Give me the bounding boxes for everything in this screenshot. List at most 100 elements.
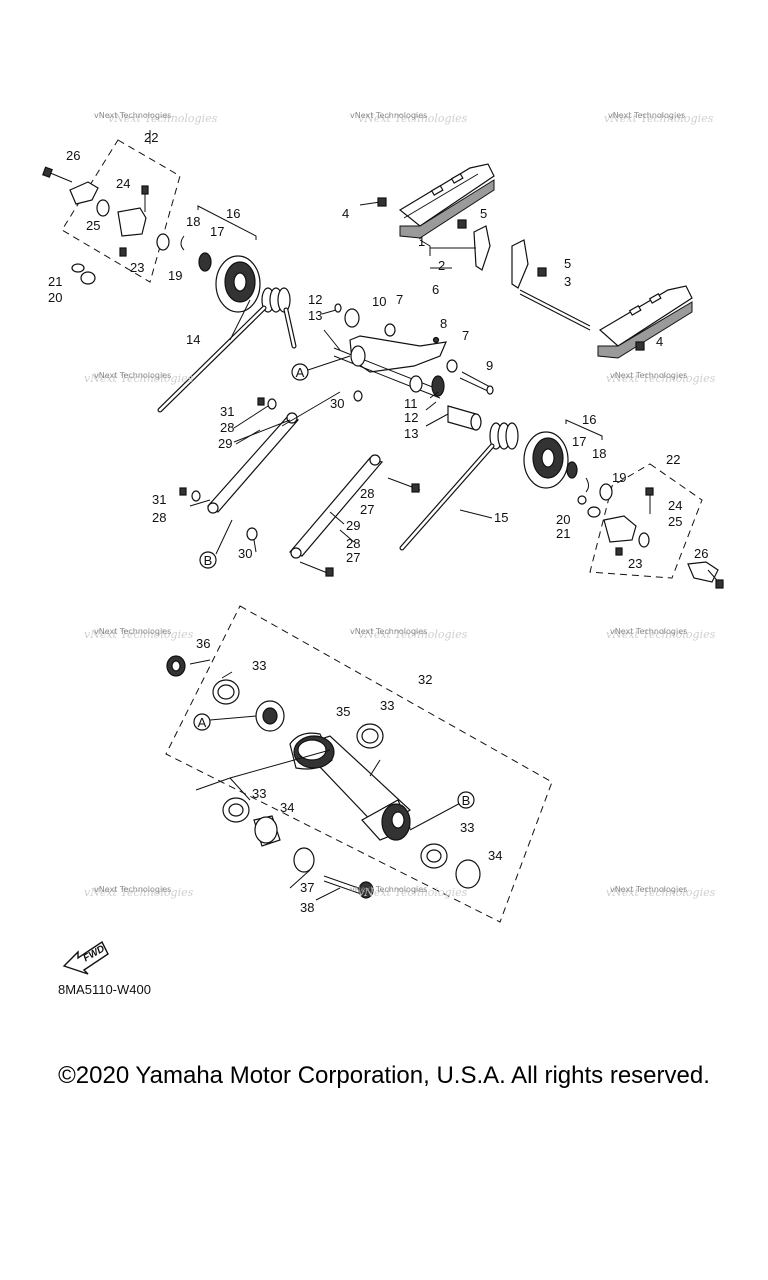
part-label-1: 1: [418, 234, 425, 249]
watermark-9-line: vNext Technologies: [94, 885, 171, 894]
part-label-6: 6: [432, 282, 439, 297]
callout-a-shock: A: [198, 715, 207, 730]
part-label-30-lower: 30: [238, 546, 252, 561]
part-label-25-right: 25: [668, 514, 682, 529]
part-number-labels: 1 2 3 4 4 5 5 6 7 7 8 9 10 11 12 12 13 1…: [48, 130, 708, 915]
parts-exploded-diagram: A B A B 1 2 3 4 4 5: [42, 111, 724, 923]
part-label-23-right: 23: [628, 556, 642, 571]
part-label-31-lower: 31: [152, 492, 166, 507]
callout-a-top: A: [296, 365, 305, 380]
part-label-28-right-upper: 28: [360, 486, 374, 501]
leader-lines: [189, 299, 493, 901]
watermark-6-line: vNext Technologies: [94, 627, 171, 636]
part-label-12-left: 12: [308, 292, 322, 307]
part-label-10: 10: [372, 294, 386, 309]
part-label-33-top-left: 33: [252, 658, 266, 673]
part-label-2: 2: [438, 258, 445, 273]
part-label-11: 11: [404, 396, 418, 411]
part-label-22-right: 22: [666, 452, 680, 467]
part-label-15: 15: [494, 510, 508, 525]
watermark-4-line: vNext Technologies: [94, 371, 171, 380]
watermark-6: vNext Technologies: [84, 628, 194, 641]
part-label-17-left: 17: [210, 224, 224, 239]
part-label-37: 37: [300, 880, 314, 895]
part-label-20-left: 20: [48, 290, 62, 305]
watermark-10: vNext Technologies: [358, 886, 468, 899]
part-label-26-right: 26: [694, 546, 708, 561]
part-label-35: 35: [336, 704, 350, 719]
watermark-1-line: vNext Technologies: [94, 111, 171, 120]
part-label-20-right: 20: [556, 512, 570, 527]
watermark-5-line: vNext Technologies: [610, 371, 687, 380]
torsion-spring-axle-assembly: [157, 287, 603, 551]
part-label-21-right: 21: [556, 526, 570, 541]
watermark-8: vNext Technologies: [606, 628, 716, 641]
watermark-7: vNext Technologies: [358, 628, 468, 641]
part-label-33-top-right: 33: [380, 698, 394, 713]
shock-absorber-assembly: [165, 605, 553, 923]
watermark-3: vNext Technologies: [604, 112, 714, 125]
callout-b-shock: B: [462, 793, 471, 808]
copyright-notice: ©2020 Yamaha Motor Corporation, U.S.A. A…: [58, 1062, 710, 1089]
part-label-13-right: 13: [404, 426, 418, 441]
part-label-25-left: 25: [86, 218, 100, 233]
part-label-23-left: 23: [130, 260, 144, 275]
part-label-36: 36: [196, 636, 210, 651]
part-label-28-left-upper: 28: [220, 420, 234, 435]
part-label-29-right: 29: [346, 518, 360, 533]
part-label-12-right: 12: [404, 410, 418, 425]
part-label-29-left: 29: [218, 436, 232, 451]
part-label-28-right-lower: 28: [346, 536, 360, 551]
part-label-7-right: 7: [462, 328, 469, 343]
part-label-34-left: 34: [280, 800, 294, 815]
callout-b-left: B: [204, 553, 213, 568]
watermark-11-line: vNext Technologies: [610, 885, 687, 894]
diagram-code: 8MA5110-W400: [58, 982, 151, 997]
part-label-4-bottom: 4: [656, 334, 663, 349]
watermark-4: vNext Technologies: [84, 372, 194, 385]
part-label-24-right: 24: [668, 498, 682, 513]
part-label-30-upper: 30: [330, 396, 344, 411]
part-label-19-right: 19: [612, 470, 626, 485]
part-label-18-right: 18: [592, 446, 606, 461]
part-label-34-right: 34: [488, 848, 502, 863]
watermark-2: vNext Technologies: [358, 112, 468, 125]
watermark-7-line: vNext Technologies: [350, 627, 427, 636]
part-label-27-lower: 27: [346, 550, 360, 565]
part-label-28-left-lower: 28: [152, 510, 166, 525]
part-label-8: 8: [440, 316, 447, 331]
part-label-4-top: 4: [342, 206, 349, 221]
callout-markers: A B A B: [193, 355, 475, 809]
watermark-2-line: vNext Technologies: [350, 111, 427, 120]
part-label-13-left: 13: [308, 308, 322, 323]
watermark-9: vNext Technologies: [84, 886, 194, 899]
watermark-5: vNext Technologies: [606, 372, 716, 385]
part-label-19-left: 19: [168, 268, 182, 283]
part-label-7-left: 7: [396, 292, 403, 307]
part-label-33-lower-left: 33: [252, 786, 266, 801]
part-label-17-right: 17: [572, 434, 586, 449]
part-label-26-left: 26: [66, 148, 80, 163]
part-label-16-left: 16: [226, 206, 240, 221]
part-label-18-left: 18: [186, 214, 200, 229]
part-label-5-top: 5: [480, 206, 487, 221]
watermarks: vNext Technologies vNext Technologies vN…: [84, 111, 716, 899]
part-label-24-left: 24: [116, 176, 130, 191]
part-label-5-right: 5: [564, 256, 571, 271]
watermark-10-line: vNext Technologies: [350, 885, 427, 894]
part-label-27-upper: 27: [360, 502, 374, 517]
part-label-3: 3: [564, 274, 571, 289]
part-label-14: 14: [186, 332, 200, 347]
part-label-38: 38: [300, 900, 314, 915]
link-assembly: [179, 397, 421, 577]
watermark-11: vNext Technologies: [606, 886, 716, 899]
watermark-8-line: vNext Technologies: [610, 627, 687, 636]
part-label-31-upper: 31: [220, 404, 234, 419]
right-end-bracket-assembly: [577, 463, 724, 589]
part-label-32: 32: [418, 672, 432, 687]
watermark-1: vNext Technologies: [108, 112, 218, 125]
part-label-33-lower-right: 33: [460, 820, 474, 835]
left-end-bracket-assembly: [42, 130, 261, 313]
part-label-21-left: 21: [48, 274, 62, 289]
watermark-3-line: vNext Technologies: [608, 111, 685, 120]
